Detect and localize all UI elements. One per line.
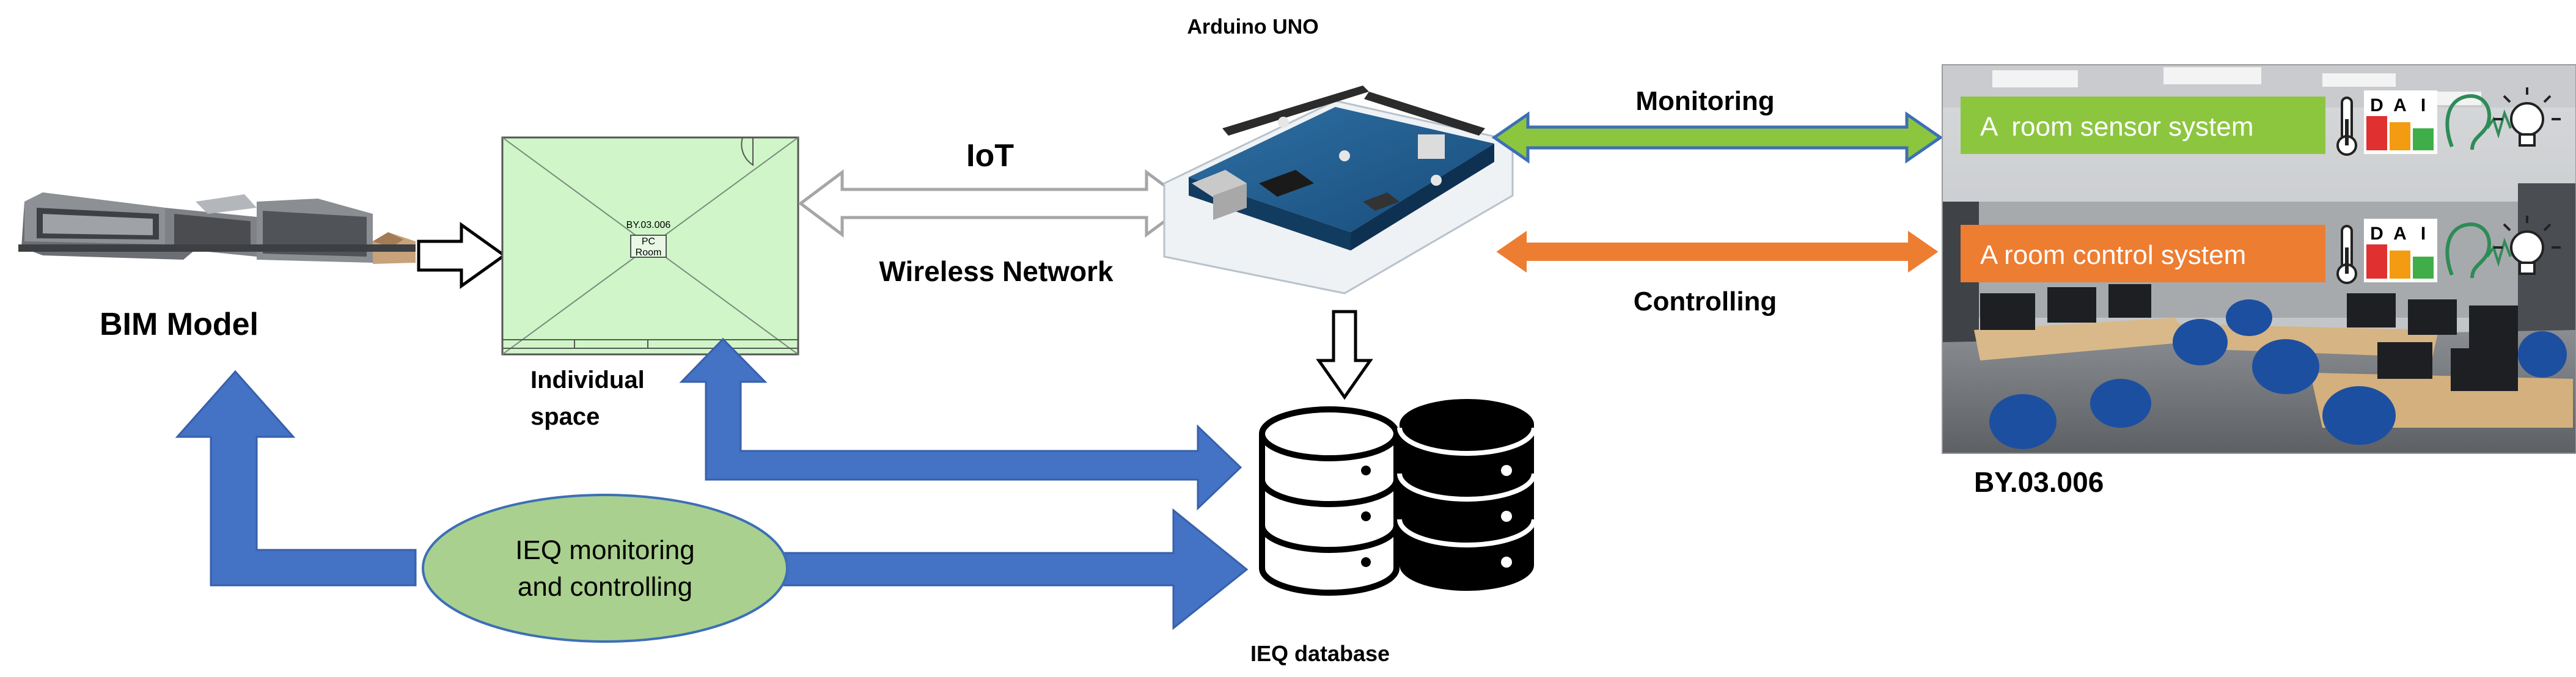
board-to-db-arrow <box>1316 310 1373 400</box>
ieq-ellipse-line2: and controlling <box>518 572 692 602</box>
control-banner-text: A room control system <box>1980 240 2246 270</box>
iot-double-arrow <box>798 169 1192 238</box>
monitoring-label: Monitoring <box>1635 86 1774 116</box>
meter-letter-d: D <box>2370 95 2383 115</box>
bim-to-space-arrow <box>417 222 507 289</box>
sensor-banner-text: A room sensor system <box>1980 112 2253 142</box>
ieq-ellipse-line1: IEQ monitoring <box>515 535 694 565</box>
sensor-banner <box>1961 97 2325 154</box>
building-model-icon <box>18 192 416 264</box>
room-id-label: BY.03.006 <box>1974 466 2104 498</box>
flow-arrow-to-bim <box>175 370 417 587</box>
meter-letter-i: I <box>2421 95 2426 115</box>
control-banner <box>1961 225 2325 282</box>
light-bulb-icon <box>2493 216 2561 275</box>
flow-arrow-space-db <box>679 337 1242 511</box>
meter-letter-a: A <box>2393 224 2407 244</box>
ieq-database-label: IEQ database <box>1250 641 1390 666</box>
individual-space-label-2: space <box>530 403 600 430</box>
bim-model-label: BIM Model <box>100 307 259 342</box>
plan-room-word: Room <box>636 247 662 258</box>
database-solid-icon <box>1397 399 1536 591</box>
monitoring-double-arrow <box>1491 111 1943 164</box>
arduino-uno-label: Arduino UNO <box>1187 15 1318 38</box>
wireless-network-label: Wireless Network <box>879 255 1113 287</box>
controlling-double-arrow <box>1492 226 1943 277</box>
ear-icon <box>2445 94 2512 150</box>
ieq-ellipse <box>422 494 788 643</box>
meter-letter-d: D <box>2370 224 2383 244</box>
flow-arrow-to-db <box>763 508 1249 631</box>
thermometer-icon <box>2336 97 2357 156</box>
meter-letter-a: A <box>2393 95 2407 115</box>
individual-space-label-1: Individual <box>530 367 645 393</box>
ear-icon <box>2445 222 2512 279</box>
thermometer-icon <box>2336 225 2357 284</box>
controlling-label: Controlling <box>1634 287 1777 317</box>
plan-room-type: PC <box>642 236 655 247</box>
light-bulb-icon <box>2493 87 2561 147</box>
iot-label: IoT <box>966 138 1014 174</box>
plan-room-code: BY.03.006 <box>626 220 671 230</box>
floor-plan: BY.03.006 PC Room <box>501 136 799 356</box>
meter-letter-i: I <box>2421 224 2426 244</box>
dai-meter-icon: D A I <box>2364 90 2437 154</box>
dai-meter-icon: D A I <box>2364 219 2437 282</box>
database-outline-icon <box>1259 406 1400 596</box>
arduino-board-icon <box>1163 86 1514 295</box>
